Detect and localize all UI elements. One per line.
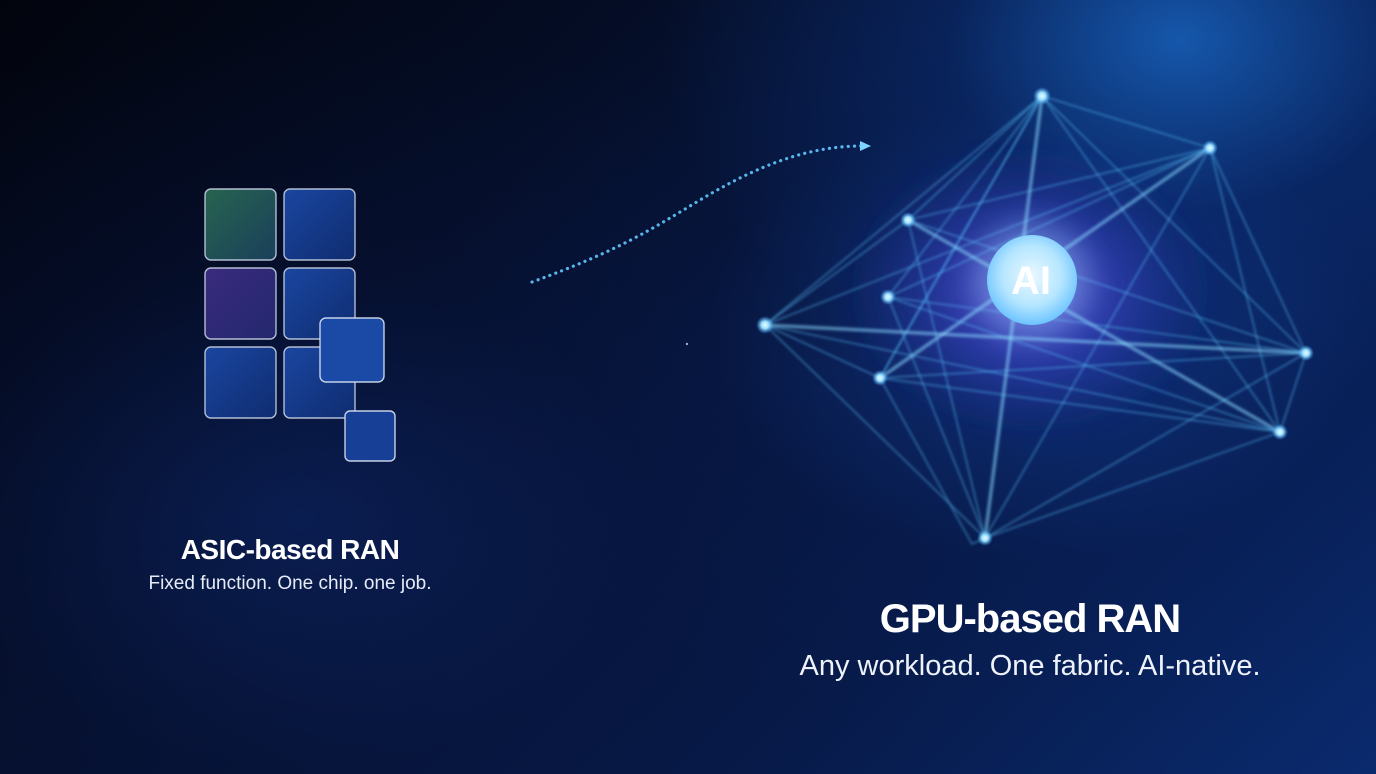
network-node xyxy=(880,289,896,305)
network-node xyxy=(756,316,774,334)
chip-tile xyxy=(283,188,356,261)
asic-subtitle: Fixed function. One chip. one job. xyxy=(148,573,432,594)
ai-badge: AI xyxy=(974,222,1090,338)
chip-tile xyxy=(204,346,277,419)
network-node xyxy=(1298,345,1314,361)
chip-tile xyxy=(204,267,277,340)
gpu-caption: GPU-based RAN Any workload. One fabric. … xyxy=(770,594,1290,686)
gpu-subtitle: Any workload. One fabric. AI-native. xyxy=(799,650,1261,682)
network-node xyxy=(1272,424,1288,440)
chip-tile xyxy=(204,188,277,261)
asic-title: ASIC-based RAN xyxy=(180,534,400,565)
dotted-arrow-icon xyxy=(530,141,871,346)
network-node xyxy=(977,530,993,546)
gpu-title: GPU-based RAN xyxy=(879,597,1181,641)
neural-network-icon: AI xyxy=(756,87,1314,546)
chip-tile xyxy=(319,317,385,383)
ai-badge-label: AI xyxy=(1011,259,1051,303)
chip-grid-icon xyxy=(204,188,396,462)
network-node xyxy=(1202,140,1218,156)
network-node xyxy=(872,370,888,386)
chip-tile xyxy=(344,410,396,462)
network-node xyxy=(1033,87,1051,105)
network-node xyxy=(900,212,916,228)
asic-caption: ASIC-based RAN Fixed function. One chip.… xyxy=(100,532,480,598)
